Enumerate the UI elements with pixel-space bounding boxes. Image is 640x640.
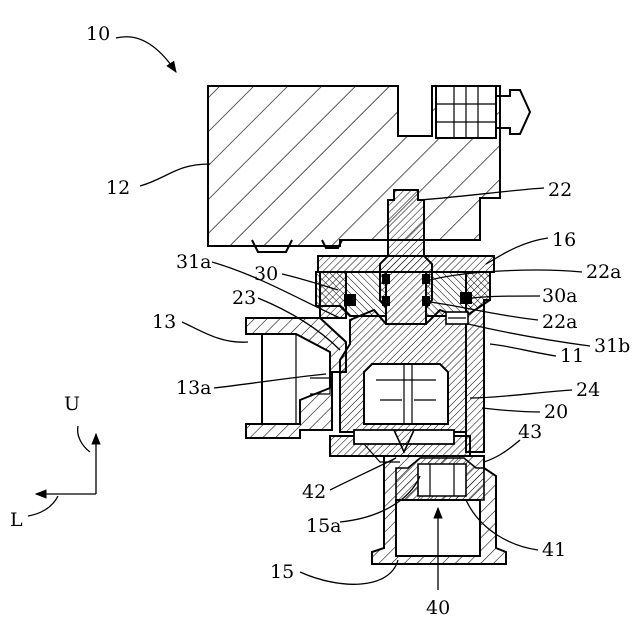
label-22a-bottom: 22a [542,311,578,333]
label-31a: 31a [176,251,212,273]
label-41: 41 [542,539,566,561]
label-15a: 15a [306,515,342,537]
label-23: 23 [232,287,256,309]
orientation-axes [28,426,96,516]
clip-31b [446,312,468,324]
label-42: 42 [302,481,326,503]
electrical-connector [436,86,530,138]
outlet-fitting-40 [372,456,506,564]
axis-label-left: L [10,509,23,531]
label-31b: 31b [594,335,630,357]
label-22: 22 [548,179,572,201]
label-16: 16 [552,229,576,251]
label-13a: 13a [176,377,212,399]
label-30: 30 [254,263,278,285]
label-10: 10 [86,23,110,45]
valve-body-20 [340,310,466,432]
label-22a-top: 22a [586,261,622,283]
label-11: 11 [560,345,584,367]
label-30a: 30a [542,285,578,307]
label-40: 40 [426,597,450,619]
label-12: 12 [106,177,130,199]
label-15: 15 [270,561,294,583]
label-13: 13 [152,311,176,333]
axis-label-up: U [64,393,80,415]
label-24: 24 [576,379,600,401]
label-20: 20 [544,401,568,423]
label-43: 43 [518,421,542,443]
